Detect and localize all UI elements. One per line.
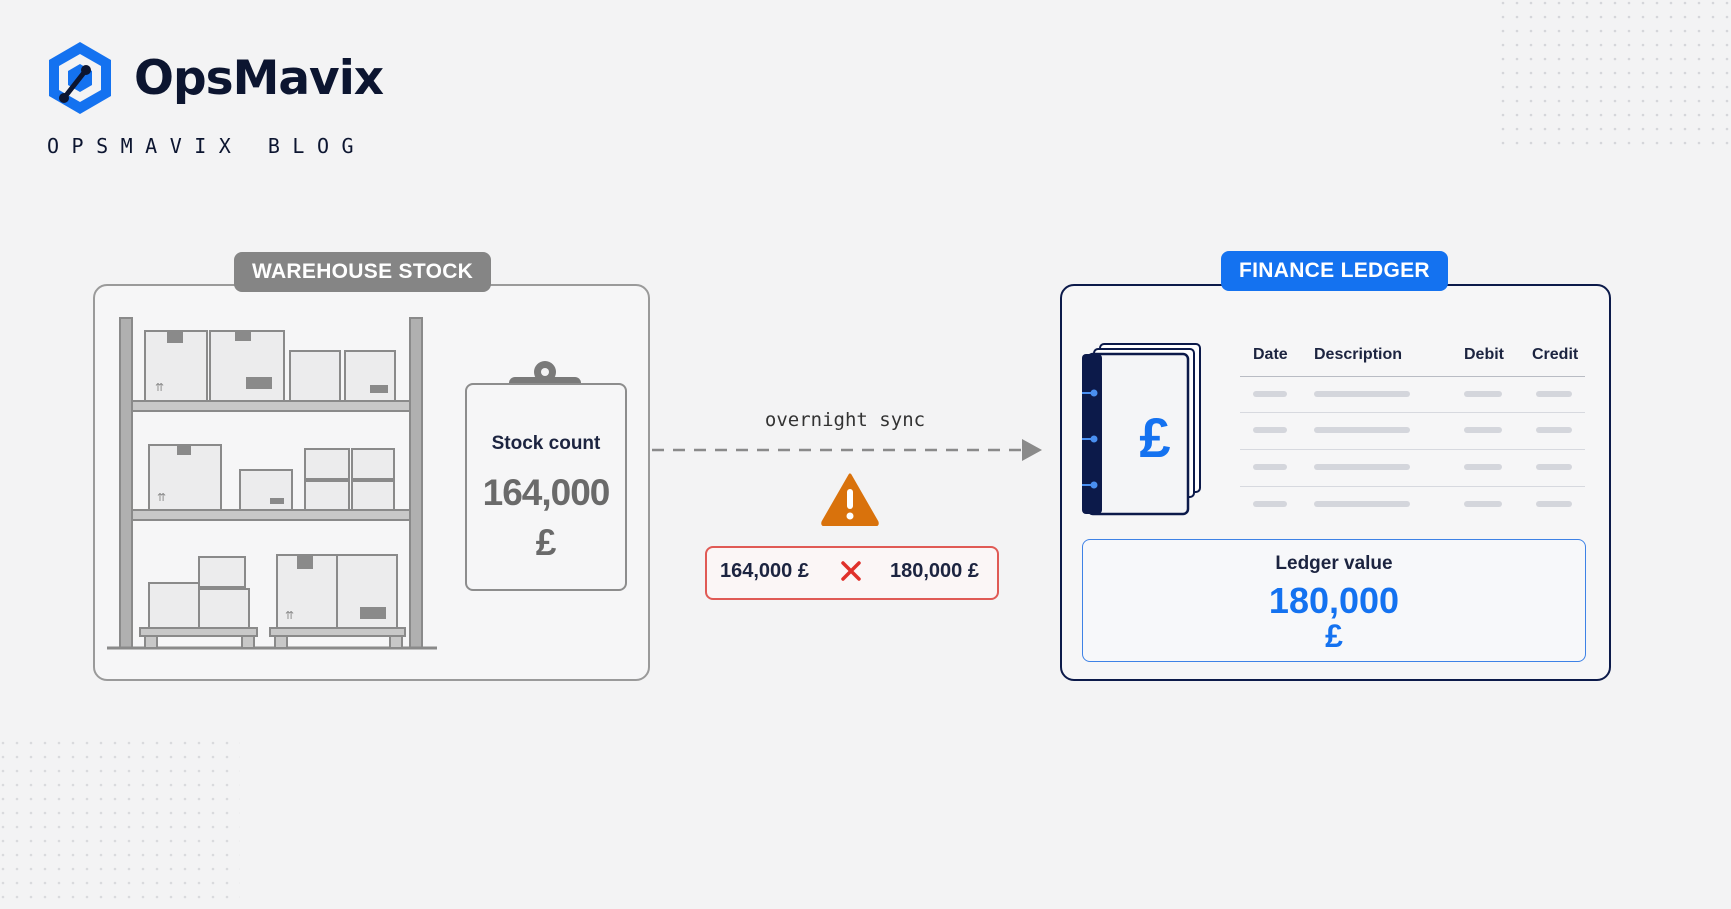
mismatch-ledger-value: 180,000 £ [890,560,979,582]
mismatch-stock-value: 164,000 £ [720,560,809,582]
warning-icon [821,473,879,526]
ledger-row-divider [1240,412,1585,413]
ledger-row-divider [1240,486,1585,487]
ledger-row-divider [1240,449,1585,450]
ledger-value-currency: £ [1325,618,1343,654]
brand-header: OpsMavix [46,40,384,116]
svg-text:⇈: ⇈ [155,381,164,394]
sync-arrow [652,439,1042,461]
svg-text:⇈: ⇈ [285,609,294,622]
mismatch-cross-icon [841,561,861,581]
svg-text:⇈: ⇈ [157,491,166,504]
sync-label: overnight sync [764,409,926,431]
ledger-column-description: Description [1314,346,1403,363]
ledger-value-amount: 180,000 [1268,580,1400,621]
dot-pattern-top-right [1500,0,1731,150]
stock-count-currency: £ [535,522,557,563]
ledger-book-symbol: £ [1139,406,1171,469]
ledger-value-box [1082,539,1586,662]
stock-count-title: Stock count [491,433,601,454]
ledger-column-debit: Debit [1464,346,1504,363]
ledger-row-divider [1240,376,1585,377]
finance-ledger-tag: FINANCE LEDGER [1221,251,1448,291]
ledger-book-icon [1082,343,1201,516]
stock-count-value: 164,000 [482,472,611,513]
ledger-column-credit: Credit [1532,346,1579,363]
blog-label: OPSMAVIX BLOG [47,134,367,158]
dot-pattern-bottom-left [0,740,240,909]
warehouse-stock-tag: WAREHOUSE STOCK [234,252,492,292]
opsmavix-logo-icon [49,42,111,114]
warehouse-shelf-illustration: ⇈ ⇈ ⇈ [107,317,437,650]
stock-count-clipboard [465,383,627,591]
ledger-value-label: Ledger value [1275,553,1393,574]
ledger-column-date: Date [1253,346,1288,363]
brand-name: OpsMavix [134,50,384,106]
